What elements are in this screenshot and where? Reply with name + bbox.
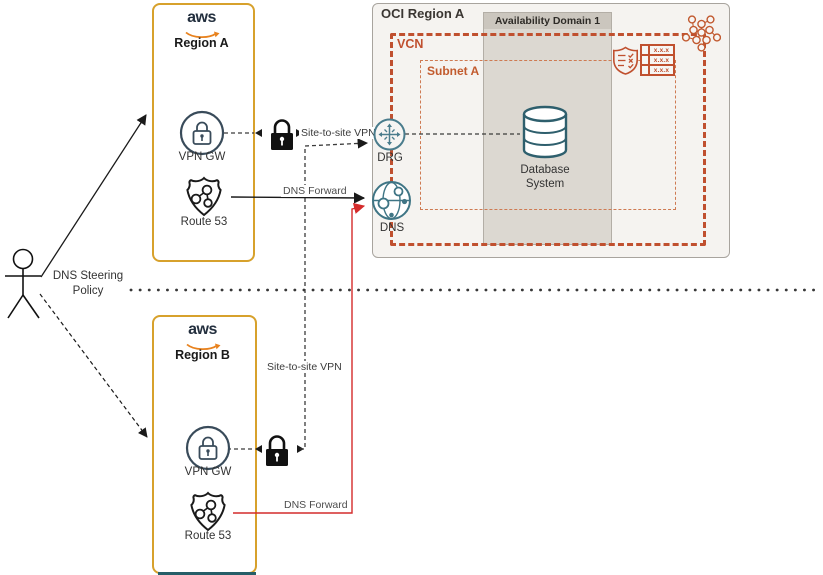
drg-label: DRG (377, 152, 403, 164)
bottom-strip (158, 572, 256, 575)
dns-steering-line1: DNS Steering (52, 270, 124, 282)
dns-forward-a-label: DNS Forward (281, 185, 349, 197)
aws-smile-icon (184, 31, 219, 39)
arrowhead-left-lock-a (255, 129, 262, 137)
vpn-lock-b-icon (266, 435, 288, 466)
route-table-stub (641, 55, 649, 65)
dns-forward-b-label: DNS Forward (282, 499, 350, 511)
dns-icon (372, 181, 411, 220)
vpn-gateway-b-label: VPN GW (184, 466, 232, 478)
aws-smile-icon (185, 343, 220, 351)
edge-actor-region-b (39, 293, 148, 438)
subnet-label: Subnet A (427, 64, 480, 78)
route-table-stub (641, 45, 649, 55)
edge-route53-a-dns (230, 192, 366, 204)
site-to-site-vpn-a-label: Site-to-site VPN (299, 127, 378, 139)
aws-logo-a-text: aws (187, 9, 216, 26)
oci-region-title: OCI Region A (381, 6, 465, 21)
route-table-row: x.x.x (649, 45, 674, 55)
vpn-gateway-b-icon (185, 425, 231, 471)
aws-logo-a: aws (152, 9, 251, 45)
database-system-label: Database System (503, 163, 587, 191)
actor-icon (5, 248, 41, 319)
dns-label: DNS (379, 222, 405, 234)
aws-region-b-name: Region B (175, 348, 230, 362)
dns-steering-policy-label: DNS Steering Policy (44, 269, 132, 299)
availability-domain-band: Availability Domain 1 (483, 12, 612, 245)
aws-logo-b: aws (152, 321, 253, 357)
route53-b-label: Route 53 (184, 530, 232, 542)
drg-icon (373, 118, 406, 151)
route-table-row: x.x.x (649, 65, 674, 75)
route53-a-label: Route 53 (180, 216, 228, 228)
edge-lock-b-drg (300, 138, 369, 450)
database-label-line2: System (525, 178, 565, 190)
route-table-stub (641, 65, 649, 75)
availability-domain-title: Availability Domain 1 (484, 13, 611, 29)
route-table-row: x.x.x (649, 55, 674, 65)
subnet-boundary (420, 60, 676, 210)
route53-a-icon (186, 176, 222, 217)
site-to-site-vpn-b-label: Site-to-site VPN (265, 361, 344, 373)
security-list-icon (613, 46, 638, 75)
route53-b-icon (190, 491, 226, 532)
edge-route53-b-dns (233, 203, 366, 514)
vpn-lock-a-icon (271, 119, 293, 150)
vpn-gateway-a-icon (179, 110, 225, 156)
arrowhead-left-lock-b (255, 445, 262, 453)
dns-steering-line2: Policy (72, 285, 104, 297)
database-system-icon (522, 105, 568, 159)
database-label-line1: Database (520, 164, 570, 176)
route-table-icon: x.x.x x.x.x x.x.x (640, 44, 675, 76)
vpn-gateway-a-label: VPN GW (178, 151, 226, 163)
edge-actor-region-a (40, 114, 147, 278)
aws-logo-b-text: aws (188, 321, 217, 338)
vcn-label: VCN (397, 37, 424, 51)
aws-region-a-name: Region A (174, 36, 229, 50)
network-cluster-icon (682, 15, 721, 52)
